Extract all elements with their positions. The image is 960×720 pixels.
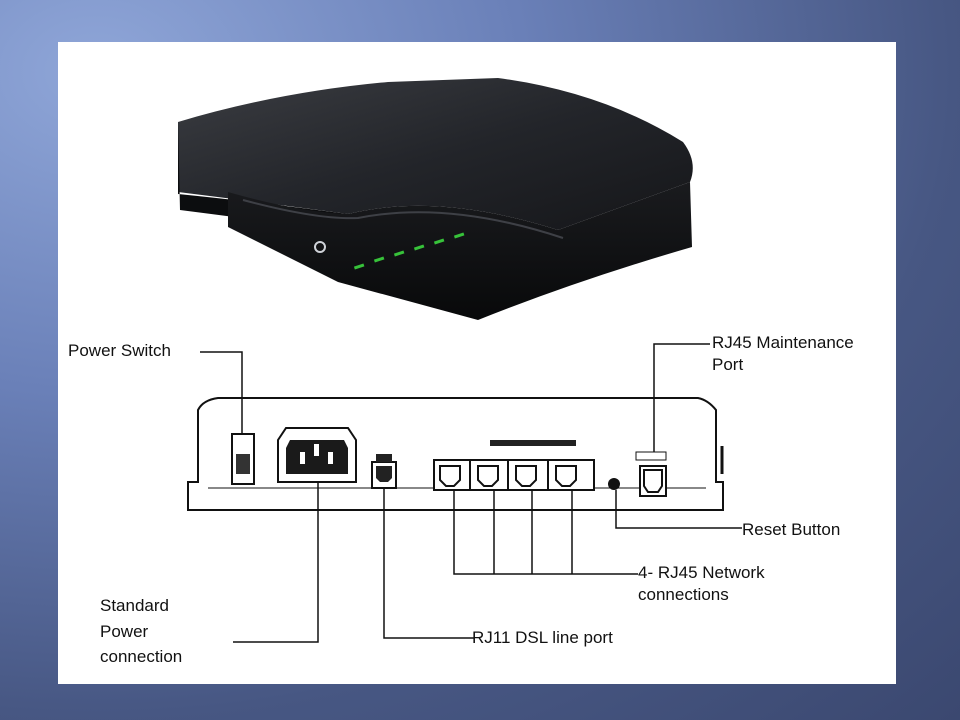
label-rj45-maintenance-line1: RJ45 Maintenance	[712, 333, 854, 352]
router-photo	[178, 78, 693, 320]
led	[413, 244, 425, 251]
label-rj45-network: 4- RJ45 Network connections	[638, 562, 765, 606]
led	[353, 263, 365, 270]
label-rj45-maintenance-line2: Port	[712, 355, 744, 375]
led	[453, 232, 465, 239]
diagram-panel: Power Switch RJ45 Maintenance Port Reset…	[58, 42, 896, 684]
leader-reset-button	[615, 490, 742, 529]
label-power-switch: Power Switch	[68, 341, 171, 360]
rj11-port-shape	[371, 454, 397, 489]
leader-network-connections	[453, 490, 638, 575]
router-diagram	[178, 78, 742, 643]
leader-power-connection	[233, 482, 319, 643]
led	[373, 256, 385, 263]
label-rj11-dsl: RJ11 DSL line port	[472, 628, 613, 647]
leader-lines	[200, 343, 742, 643]
label-rj45-network-line2: connections	[638, 585, 729, 605]
power-switch-shape	[231, 433, 255, 485]
label-standard-power-line3: connection	[100, 647, 183, 666]
led	[393, 250, 405, 257]
label-standard-power-line1: Standard	[100, 596, 169, 615]
router-left-side	[178, 122, 348, 232]
label-rj45-maintenance: RJ45 Maintenance Port	[712, 332, 854, 376]
led	[433, 238, 445, 245]
router-front-ridge	[242, 199, 564, 239]
label-standard-power-line2: Power	[100, 621, 149, 641]
rj45-network-ports-shape	[433, 440, 595, 491]
label-reset-button: Reset Button	[742, 520, 841, 539]
leader-power-switch	[200, 351, 243, 434]
router-leds	[353, 232, 465, 270]
router-logo	[314, 241, 326, 253]
power-connector-shape	[277, 427, 357, 483]
rj45-maintenance-port-shape	[635, 451, 667, 497]
leader-maintenance-port	[653, 343, 710, 452]
label-standard-power: Standard Power connection	[100, 593, 182, 670]
router-top-surface	[178, 78, 693, 230]
router-front-face	[228, 182, 692, 320]
leader-rj11	[383, 488, 474, 639]
reset-button-shape	[608, 478, 620, 490]
label-rj45-network-line1: 4- RJ45 Network	[638, 563, 765, 582]
